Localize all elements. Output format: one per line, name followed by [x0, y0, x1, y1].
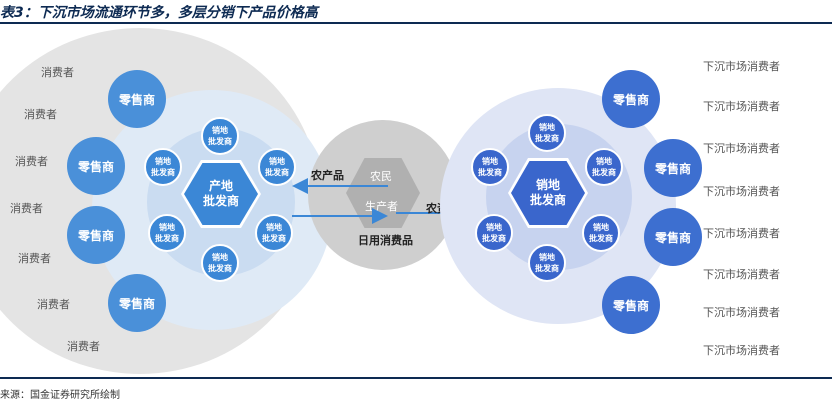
- sales-wholesaler-node: 销地批发商: [255, 214, 293, 252]
- sales-wholesaler-node: 销地批发商: [201, 244, 239, 282]
- retailer-node: 零售商: [108, 274, 166, 332]
- sinking-market-consumer-label: 下沉市场消费者: [703, 185, 780, 198]
- retailer-node: 零售商: [644, 208, 702, 266]
- sales-wholesaler-node: 销地批发商: [148, 214, 186, 252]
- sinking-market-consumer-label: 下沉市场消费者: [703, 100, 780, 113]
- consumer-label: 消费者: [67, 340, 100, 353]
- sinking-market-consumer-label: 下沉市场消费者: [703, 268, 780, 281]
- sinking-market-consumer-label: 下沉市场消费者: [703, 60, 780, 73]
- top-rule: [0, 22, 832, 24]
- figure-title: 表3：下沉市场流通环节多，多层分销下产品价格高: [0, 5, 318, 21]
- consumer-label: 消费者: [18, 252, 51, 265]
- sales-wholesaler-node: 销地批发商: [144, 148, 182, 186]
- consumer-label: 消费者: [41, 66, 74, 79]
- consumer-label: 消费者: [15, 155, 48, 168]
- retailer-node: 零售商: [602, 276, 660, 334]
- consumer-label: 消费者: [37, 298, 70, 311]
- sales-wholesaler-node: 销地批发商: [201, 117, 239, 155]
- retailer-node: 零售商: [67, 206, 125, 264]
- retailer-node: 零售商: [108, 70, 166, 128]
- sales-wholesaler-node: 销地批发商: [528, 114, 566, 152]
- sales-wholesaler-node: 销地批发商: [471, 148, 509, 186]
- retailer-node: 零售商: [644, 139, 702, 197]
- bottom-rule: [0, 377, 832, 379]
- sales-wholesaler-node: 销地批发商: [475, 214, 513, 252]
- consumer-goods-label: 日用消费品: [358, 234, 413, 247]
- sinking-market-consumer-label: 下沉市场消费者: [703, 306, 780, 319]
- sales-wholesaler-node: 销地批发商: [258, 148, 296, 186]
- retailer-node: 零售商: [602, 70, 660, 128]
- consumer-label: 消费者: [10, 202, 43, 215]
- consumer-label: 消费者: [24, 108, 57, 121]
- sales-wholesaler-node: 销地批发商: [528, 244, 566, 282]
- farmer-label: 农民: [370, 170, 392, 183]
- source-note: 来源：国金证券研究所绘制: [0, 390, 120, 401]
- sinking-market-consumer-label: 下沉市场消费者: [703, 344, 780, 357]
- sinking-market-consumer-label: 下沉市场消费者: [703, 142, 780, 155]
- agri-product-label: 农产品: [311, 169, 344, 182]
- sales-wholesaler-node: 销地批发商: [585, 148, 623, 186]
- sales-wholesaler-node: 销地批发商: [582, 214, 620, 252]
- retailer-node: 零售商: [67, 137, 125, 195]
- sinking-market-consumer-label: 下沉市场消费者: [703, 227, 780, 240]
